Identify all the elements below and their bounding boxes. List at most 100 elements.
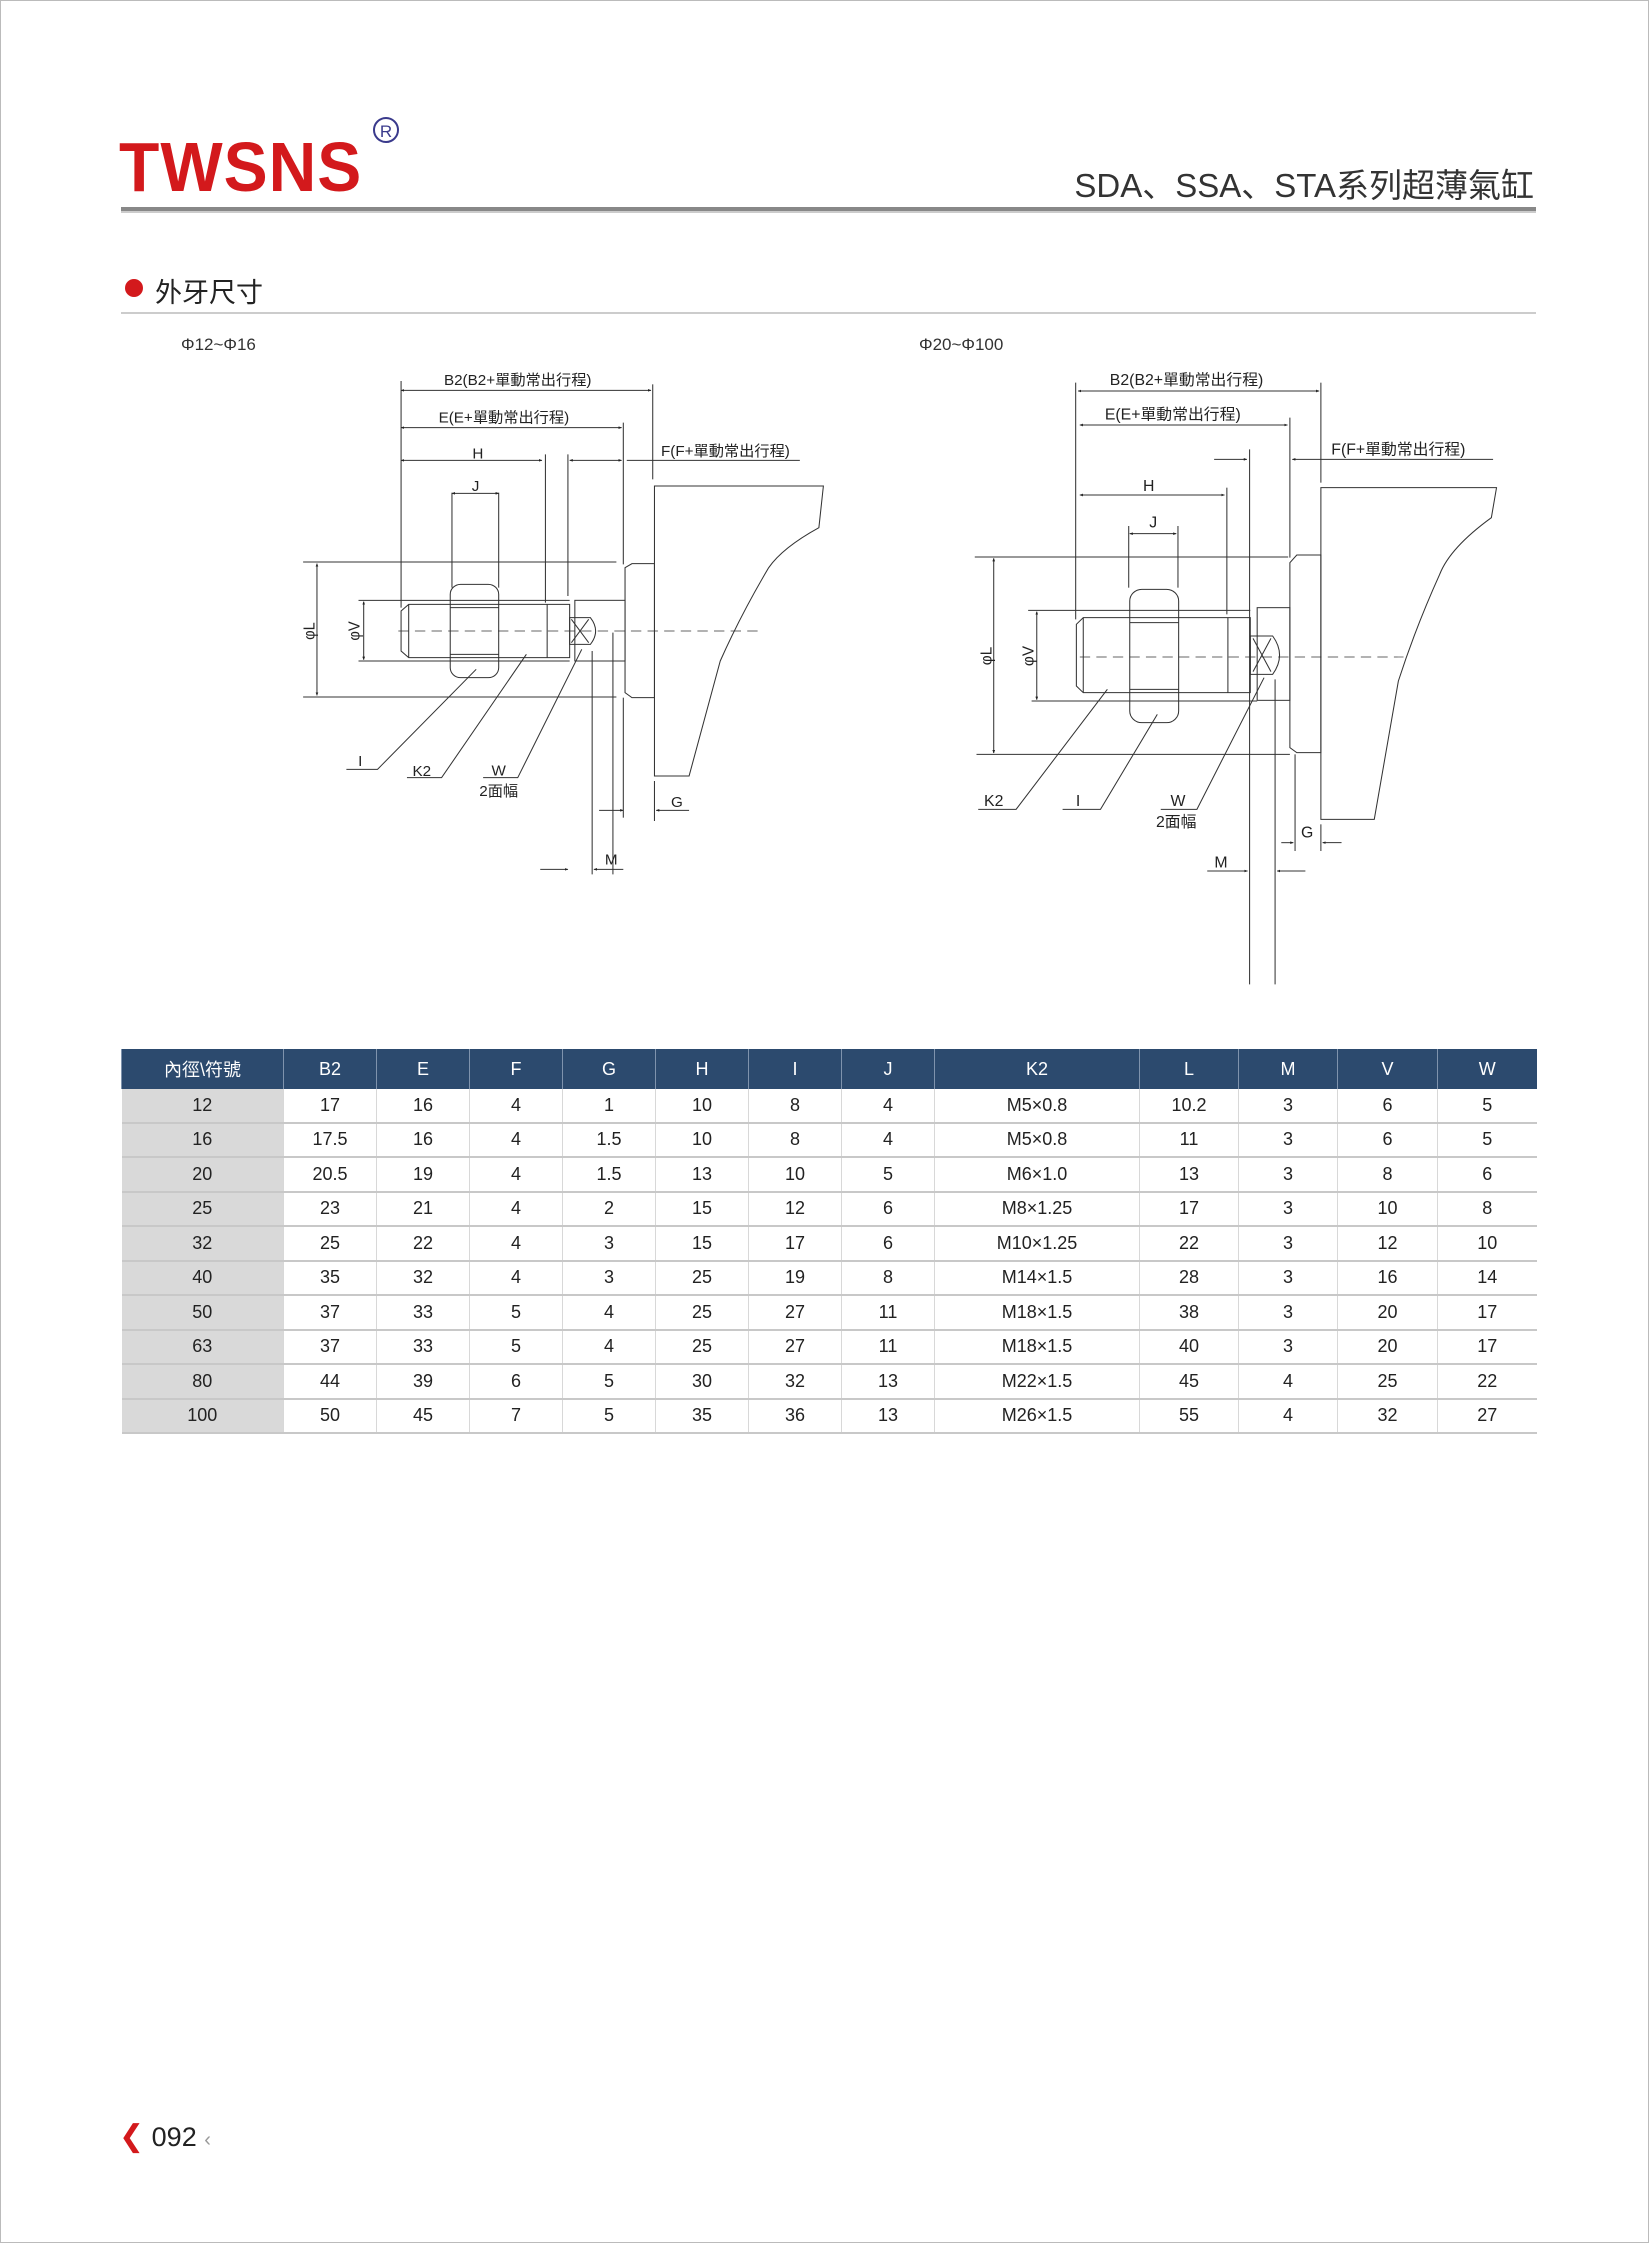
table-cell: 4 <box>1238 1364 1338 1400</box>
table-cell: 3 <box>1238 1295 1338 1331</box>
chevron-left-icon: ❮ <box>119 2120 145 2153</box>
table-cell: 50 <box>283 1398 377 1434</box>
label-w: W <box>1170 793 1185 810</box>
table-cell: 33 <box>376 1295 470 1331</box>
rod <box>574 599 626 662</box>
table-cell: 25 <box>655 1295 749 1331</box>
table-cell: 10.2 <box>1139 1089 1239 1124</box>
label-phi-v: φV <box>346 621 363 640</box>
table-cell: 4 <box>841 1122 935 1158</box>
table-cell: 6 <box>1337 1089 1438 1124</box>
bore-size-cell: 12 <box>121 1089 284 1124</box>
table-cell: 4 <box>1238 1398 1338 1434</box>
bore-size-cell: 50 <box>121 1295 284 1331</box>
label-b2: B2(B2+單動常出行程) <box>1110 371 1264 389</box>
column-header: I <box>748 1049 842 1089</box>
registered-mark: R <box>373 117 399 143</box>
table-cell: 13 <box>655 1157 749 1193</box>
column-header: G <box>562 1049 656 1089</box>
table-cell: 40 <box>1139 1329 1239 1365</box>
brand-logo: TWSNS <box>119 128 363 206</box>
dimension-lines <box>303 381 800 875</box>
table-cell: 7 <box>469 1398 563 1434</box>
bore-size-cell: 40 <box>121 1260 284 1296</box>
table-cell: 11 <box>1139 1122 1239 1158</box>
table-cell: 4 <box>562 1329 656 1365</box>
table-cell: 12 <box>748 1191 842 1227</box>
table-cell: 35 <box>655 1398 749 1434</box>
label-m: M <box>605 852 618 869</box>
table-cell: 27 <box>748 1329 842 1365</box>
table-cell: 3 <box>1238 1226 1338 1262</box>
label-f: F(F+單動常出行程) <box>1331 441 1465 459</box>
table-cell: 4 <box>469 1260 563 1296</box>
table-cell: 5 <box>841 1157 935 1193</box>
label-phi-v: φV <box>1020 645 1037 666</box>
table-cell: 38 <box>1139 1295 1239 1331</box>
table-cell: M26×1.5 <box>934 1398 1140 1434</box>
table-cell: 6 <box>841 1226 935 1262</box>
table-cell: 6 <box>1437 1157 1537 1193</box>
table-cell: 13 <box>841 1398 935 1434</box>
table-cell: 25 <box>1337 1364 1438 1400</box>
label-g: G <box>671 794 683 811</box>
table-cell: M5×0.8 <box>934 1089 1140 1124</box>
wrench-flat <box>569 617 597 645</box>
label-j: J <box>472 478 480 495</box>
table-cell: 8 <box>748 1122 842 1158</box>
table-cell: 32 <box>1337 1398 1438 1434</box>
table-cell: 14 <box>1437 1260 1537 1296</box>
flange <box>624 563 655 699</box>
label-w: W <box>492 763 507 780</box>
label-m: M <box>1214 855 1227 872</box>
table-cell: 2 <box>562 1191 656 1227</box>
table-cell: 8 <box>1337 1157 1438 1193</box>
label-w-note: 2面幅 <box>479 783 518 800</box>
table-cell: 17 <box>1437 1329 1537 1365</box>
table-cell: M5×0.8 <box>934 1122 1140 1158</box>
table-cell: 3 <box>562 1260 656 1296</box>
table-cell: 8 <box>748 1089 842 1124</box>
table-cell: 3 <box>1238 1157 1338 1193</box>
table-cell: 19 <box>376 1157 470 1193</box>
header-divider <box>121 207 1536 211</box>
table-cell: 5 <box>469 1329 563 1365</box>
table-cell: 11 <box>841 1295 935 1331</box>
table-cell: 1.5 <box>562 1157 656 1193</box>
label-j: J <box>1149 515 1157 532</box>
table-cell: 16 <box>1337 1260 1438 1296</box>
table-cell: 33 <box>376 1329 470 1365</box>
table-cell: 10 <box>655 1089 749 1124</box>
column-header: F <box>469 1049 563 1089</box>
label-h: H <box>472 446 483 463</box>
label-e: E(E+單動常出行程) <box>1105 406 1241 424</box>
column-header: J <box>841 1049 935 1089</box>
table-cell: 4 <box>469 1122 563 1158</box>
cylinder-body <box>653 485 824 777</box>
table-cell: 27 <box>748 1295 842 1331</box>
table-cell: 13 <box>841 1364 935 1400</box>
table-cell: 3 <box>1238 1329 1338 1365</box>
table-cell: M18×1.5 <box>934 1295 1140 1331</box>
header-divider-light <box>121 211 1536 213</box>
table-cell: 6 <box>1337 1122 1438 1158</box>
table-cell: 3 <box>1238 1260 1338 1296</box>
table-cell: 1 <box>562 1089 656 1124</box>
table-cell: 5 <box>469 1295 563 1331</box>
table-cell: 25 <box>283 1226 377 1262</box>
flange <box>1289 554 1322 754</box>
table-cell: 19 <box>748 1260 842 1296</box>
column-header: B2 <box>283 1049 377 1089</box>
page-number-text: 092 <box>151 2122 197 2152</box>
table-cell: 3 <box>562 1226 656 1262</box>
table-cell: 12 <box>1337 1226 1438 1262</box>
column-header: W <box>1437 1049 1537 1089</box>
table-cell: 21 <box>376 1191 470 1227</box>
bore-size-cell: 32 <box>121 1226 284 1262</box>
